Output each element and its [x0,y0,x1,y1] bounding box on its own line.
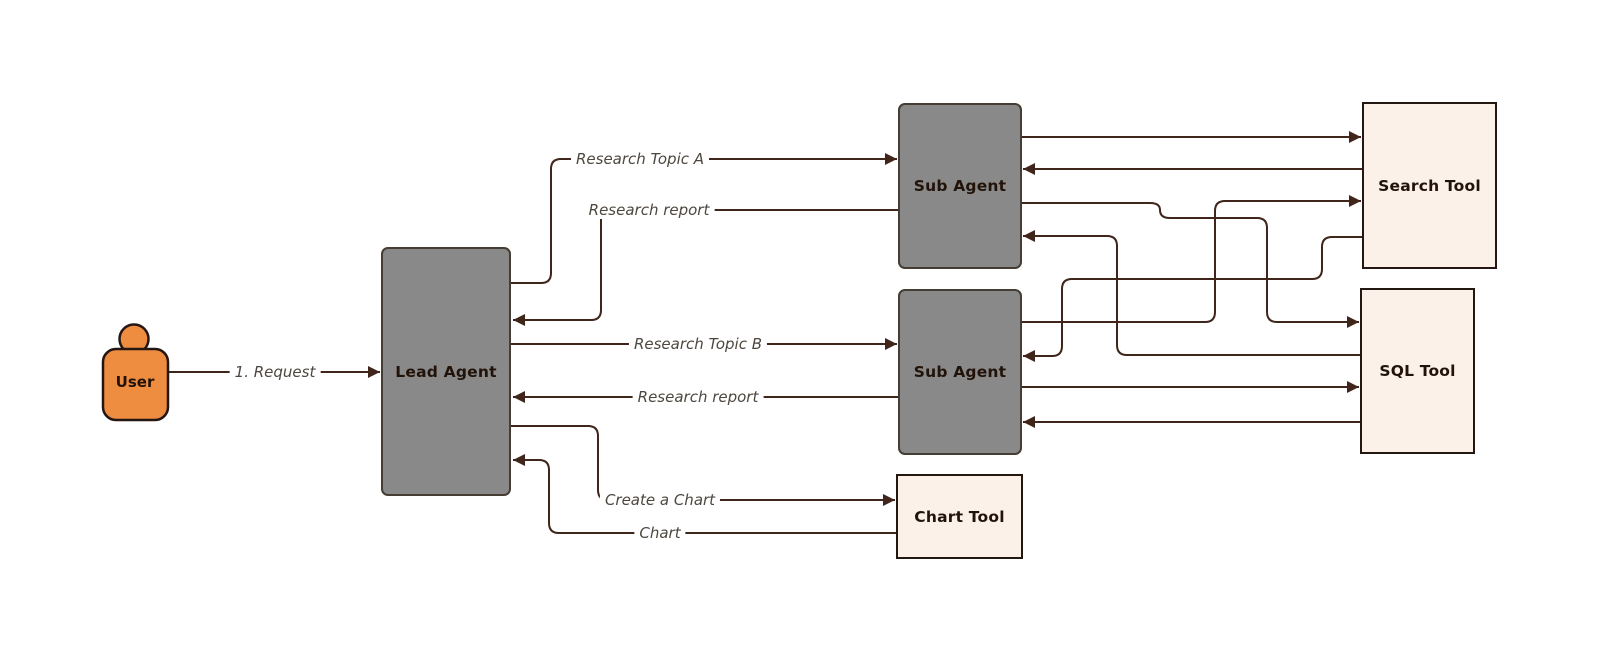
edge-label-research-topic-b: Research Topic B [628,335,768,353]
edge-label-research-topic-a: Research Topic A [570,150,710,168]
node-sub-agent-middle-label: Sub Agent [913,363,1007,381]
edge-lead-to-subagent-top [511,153,897,284]
edge-label-research-report-top: Research report [583,201,715,219]
edge-chart-tool-to-lead [513,454,897,534]
node-sql-tool-label: SQL Tool [1379,362,1456,380]
edge-subagent-top-to-lead [513,209,898,326]
node-chart-tool: Chart Tool [896,474,1023,559]
node-sub-agent-top-label: Sub Agent [913,177,1007,195]
edge-label-chart: Chart [634,524,686,542]
node-lead-agent-label: Lead Agent [395,362,497,381]
node-sql-tool: SQL Tool [1360,288,1475,454]
edge-label-research-report-middle: Research report [632,388,764,406]
edge-label-request: 1. Request [229,363,321,381]
node-lead-agent: Lead Agent [381,247,511,496]
node-sub-agent-top: Sub Agent [898,103,1022,269]
node-chart-tool-label: Chart Tool [914,507,1005,526]
node-user-label: User [115,373,155,391]
user-body-icon [101,347,170,422]
edge-label-create-a-chart: Create a Chart [599,491,721,509]
edge-lead-to-chart-tool [511,425,895,506]
edge-sql-tool-to-subagent-top [1023,230,1361,356]
edge-subagent-middle-to-search-tool [1022,195,1361,323]
node-search-tool-label: Search Tool [1378,176,1481,195]
node-sub-agent-middle: Sub Agent [898,289,1022,455]
edge-subagent-top-to-sql-tool [1022,202,1359,328]
user-icon [101,323,170,422]
edge-search-tool-to-subagent-middle [1023,236,1363,362]
node-search-tool: Search Tool [1362,102,1497,269]
